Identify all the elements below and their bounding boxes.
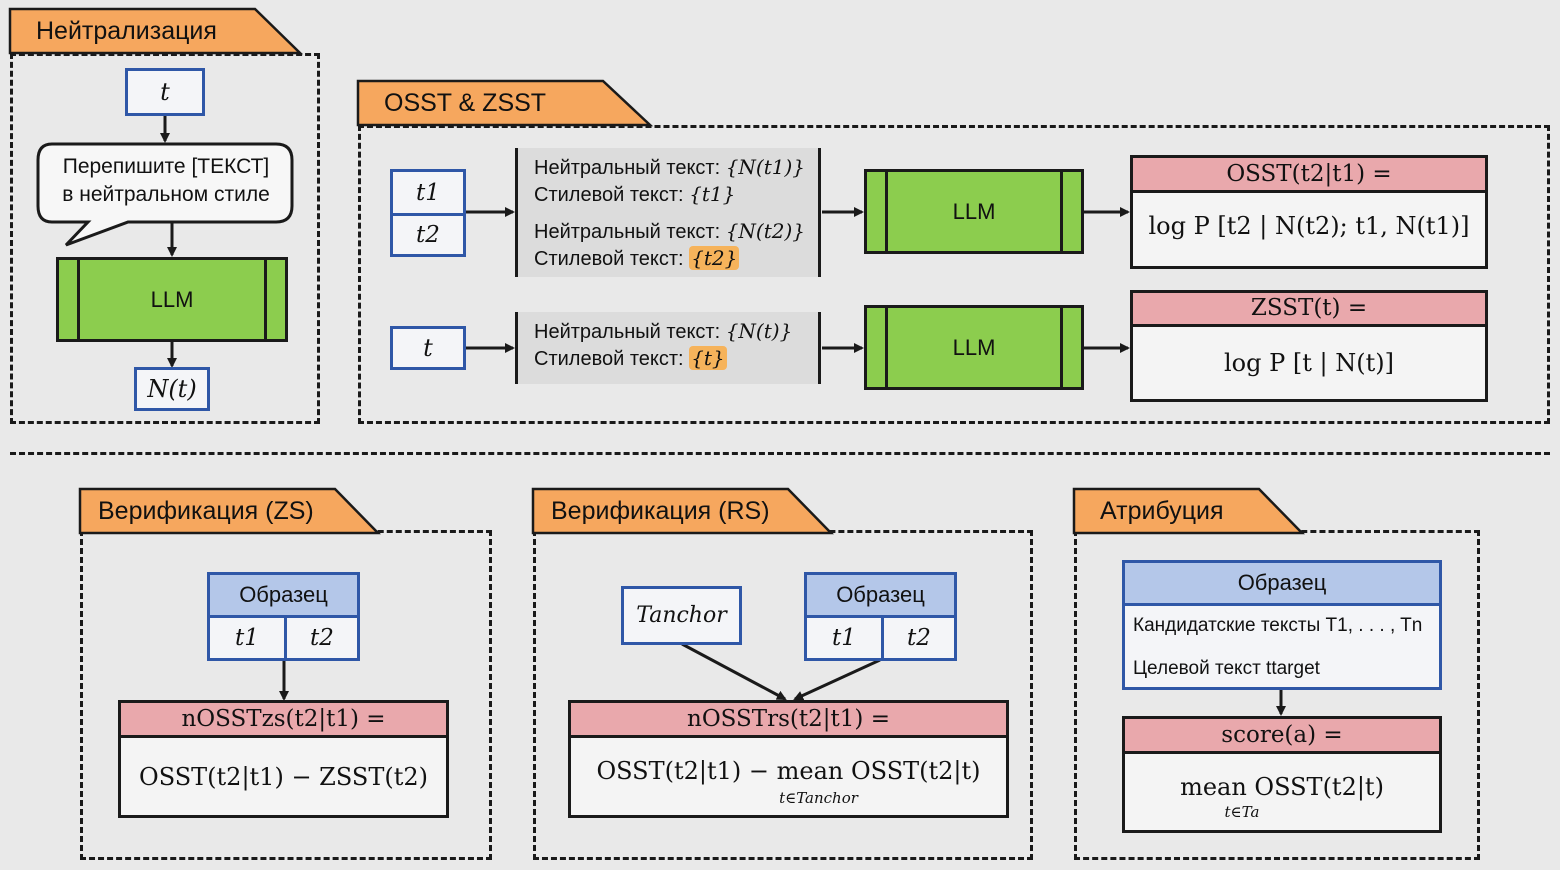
section-divider — [10, 452, 1550, 455]
osst-llm-label: LLM — [952, 198, 996, 224]
verification-zs-tab: Верификация (ZS) — [78, 487, 381, 535]
attribution-title: Атрибуция — [1100, 497, 1224, 525]
osst-llm-block: LLM — [864, 169, 1084, 254]
attr-result-box: score(a) = mean OSST(t2|t) t∈Ta — [1122, 716, 1442, 833]
rs-result-formula: OSST(t2|t1) − mean OSST(t2|t) — [596, 757, 981, 785]
osst-result-formula: log P [t2 | N(t2); t1, N(t1)] — [1148, 212, 1470, 240]
rs-result-header: nOSSTrs(t2|t1) = — [571, 703, 1006, 738]
rs-result-box: nOSSTrs(t2|t1) = OSST(t2|t1) − mean OSST… — [568, 700, 1009, 818]
neutralization-llm-block: LLM — [56, 257, 288, 342]
osst-prompt-line-2: Стилевой текст: {t1} — [534, 182, 736, 206]
neutralization-panel — [10, 53, 320, 424]
zsst-input-box: t — [390, 326, 466, 370]
osst-prompt-line-3: Нейтральный текст: {N(t2)} — [534, 219, 806, 243]
attr-result-header: score(a) = — [1125, 719, 1439, 754]
zs-sample-t1: t1 — [210, 618, 287, 658]
zsst-llm-label: LLM — [952, 334, 996, 360]
attr-sample-header: Образец — [1125, 563, 1439, 606]
verification-zs-title: Верификация (ZS) — [98, 497, 314, 525]
zsst-prompt-line-1: Нейтральный текст: {N(t)} — [534, 319, 793, 343]
bubble-line-2: в нейтральном стиле — [62, 183, 270, 206]
zsst-result-header: ZSST(t) = — [1133, 293, 1485, 327]
osst-zsst-panel — [358, 125, 1550, 424]
rs-sample-header: Образец — [807, 575, 954, 618]
rs-anchor-label: Tanchor — [636, 603, 727, 628]
attribution-tab: Атрибуция — [1072, 487, 1305, 535]
verification-rs-title: Верификация (RS) — [551, 497, 770, 525]
attr-result-subscript: t∈Ta — [1224, 803, 1260, 821]
speech-bubble — [36, 142, 294, 247]
zs-result-header: nOSSTzs(t2|t1) = — [121, 703, 446, 738]
neutralization-title: Нейтрализация — [36, 17, 217, 45]
osst-input-t2: t2 — [416, 222, 440, 248]
neutralization-tab: Нейтрализация — [8, 7, 304, 55]
neutralization-input: t — [160, 78, 170, 106]
attr-sample-box: Образец Кандидатские тексты T1, . . . , … — [1122, 560, 1442, 690]
zsst-result-formula: log P [t | N(t)] — [1224, 349, 1394, 377]
speech-bubble-text: Перепишите [ТЕКСТ] в нейтральном стиле — [40, 153, 292, 209]
osst-input-t1: t1 — [393, 172, 463, 216]
osst-input-stack: t1 t2 — [390, 169, 466, 257]
arrow-rs-anchor-to-result — [681, 642, 787, 701]
zsst-prompt-block: Нейтральный текст: {N(t)} Стилевой текст… — [515, 312, 821, 384]
zs-sample-t2: t2 — [310, 625, 334, 651]
attr-candidates-line: Кандидатские тексты T1, . . . , Tn — [1133, 615, 1423, 636]
zsst-result-box: ZSST(t) = log P [t | N(t)] — [1130, 290, 1488, 402]
zs-sample-header: Образец — [210, 575, 357, 618]
bubble-line-1: Перепишите [ТЕКСТ] — [62, 155, 270, 178]
verification-rs-tab: Верификация (RS) — [531, 487, 834, 535]
osst-prompt-line-4: Стилевой текст: {t2} — [534, 246, 740, 270]
neutralization-llm-label: LLM — [150, 286, 194, 312]
rs-result-subscript: t∈Tanchor — [779, 789, 858, 807]
rs-sample-t1: t1 — [807, 618, 884, 658]
osst-zsst-tab: OSST & ZSST — [356, 79, 654, 127]
highlighted-target: {t} — [689, 346, 727, 370]
rs-sample-box: Образец t1 t2 — [804, 572, 957, 661]
zs-result-formula: OSST(t2|t1) − ZSST(t2) — [139, 763, 428, 791]
neutralization-input-box: t — [125, 68, 205, 116]
neutralization-output-box: N(t) — [134, 367, 210, 411]
osst-result-header: OSST(t2|t1) = — [1133, 158, 1485, 193]
osst-prompt-line-1: Нейтральный текст: {N(t1)} — [534, 155, 806, 179]
osst-result-box: OSST(t2|t1) = log P [t2 | N(t2); t1, N(t… — [1130, 155, 1488, 269]
highlighted-target: {t2} — [689, 246, 740, 270]
zsst-llm-block: LLM — [864, 305, 1084, 390]
osst-zsst-title: OSST & ZSST — [384, 89, 547, 117]
attr-target-line: Целевой текст ttarget — [1133, 658, 1320, 679]
rs-sample-t2: t2 — [907, 625, 931, 651]
arrow-rs-sample-to-result — [793, 658, 881, 701]
rs-anchor-box: Tanchor — [621, 586, 742, 645]
neutralization-output: N(t) — [147, 375, 197, 403]
zs-sample-box: Образец t1 t2 — [207, 572, 360, 661]
attr-result-formula: mean OSST(t2|t) — [1180, 773, 1384, 801]
osst-prompt-block: Нейтральный текст: {N(t1)} Стилевой текс… — [515, 148, 821, 277]
zs-result-box: nOSSTzs(t2|t1) = OSST(t2|t1) − ZSST(t2) — [118, 700, 449, 818]
zsst-prompt-line-2: Стилевой текст: {t} — [534, 346, 727, 370]
zsst-input: t — [423, 334, 433, 362]
